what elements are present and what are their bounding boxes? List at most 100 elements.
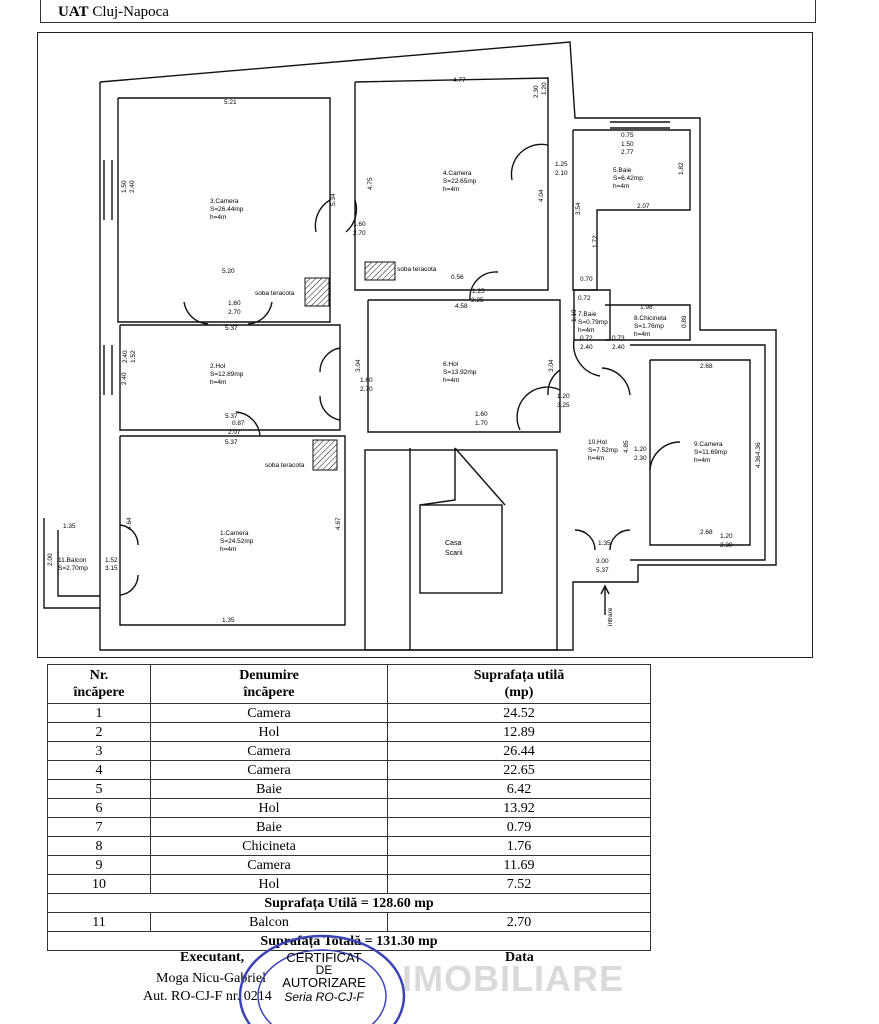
room-label-3-h: h=4m (210, 214, 226, 221)
data-label: Data (505, 950, 534, 965)
dimension-label: 2.00 (47, 553, 54, 566)
svg-text:CERTIFICAT: CERTIFICAT (286, 950, 361, 965)
room-label-9-s: S=11.69mp (694, 449, 727, 456)
dimension-label: 0.56 (451, 274, 464, 281)
dimension-label: 1.52 (105, 557, 118, 564)
room-label-11-s: S=2.70mp (58, 565, 88, 572)
table-cell-area: 24.52 (387, 703, 651, 723)
table-cell-nr: 6 (47, 798, 151, 818)
dimension-label: 1.35 (63, 523, 76, 530)
dimension-label: 2.30 (533, 85, 540, 98)
dimension-label: 5.37 (225, 413, 238, 420)
dimension-label: 0.70 (580, 276, 593, 283)
table-cell-nr: 10 (47, 874, 151, 894)
table-cell-area: 11.69 (387, 855, 651, 875)
dimension-label: 4.36 (755, 455, 762, 468)
table-cell-nr: 7 (47, 817, 151, 837)
dimension-label: 1.35 (222, 617, 235, 624)
wall-room5 (572, 129, 691, 291)
dimension-label: 1.20 (720, 533, 733, 540)
soba-label-2: soba teracota (397, 266, 437, 273)
wall-room4 (354, 77, 549, 291)
stove-room4 (364, 261, 396, 281)
room-label-9-n: 9.Camera (694, 441, 723, 448)
dimension-label: 1.52 (130, 350, 137, 363)
table-cell-name: Hol (150, 874, 388, 894)
dimension-label: 2.77 (621, 149, 634, 156)
header-nr: Nr.încăpere (47, 664, 151, 704)
dimension-label: 4.75 (367, 177, 374, 190)
dimension-label: 4.64 (126, 517, 133, 530)
dimension-label: 5.37 (596, 567, 609, 574)
table-cell-nr: 4 (47, 760, 151, 780)
room-label-2-n: 2.Hol (210, 363, 226, 370)
dimension-label: 1.20 (634, 446, 647, 453)
room-label-3-n: 3.Camera (210, 198, 239, 205)
dimension-label: 0.89 (681, 315, 688, 328)
dimension-label: 3.04 (548, 359, 555, 372)
table-cell-area: 6.42 (387, 779, 651, 799)
wall-room8 (605, 304, 691, 341)
dimension-label: 2.40 (121, 372, 128, 385)
executant-label: Executant, (180, 950, 245, 965)
room-label-4-h: h=4m (443, 186, 459, 193)
room-label-8-s: S=1.76mp (634, 323, 664, 330)
table-cell-nr: 9 (47, 855, 151, 875)
dimension-label: 1.10 (571, 309, 578, 322)
wall-room1 (119, 435, 346, 626)
room-label-11-n: 11.Balcon (58, 557, 87, 564)
dimension-label: 2.40 (129, 180, 136, 193)
dimension-label: 1.70 (475, 420, 488, 427)
stairs-label-1: Casa (445, 540, 461, 547)
table-cell-area: 26.44 (387, 741, 651, 761)
table-cell-name: Camera (150, 703, 388, 723)
dimension-label: 2.68 (700, 529, 713, 536)
room-label-8-h: h=4m (634, 331, 650, 338)
uat-label: UAT (58, 4, 89, 20)
table-cell-nr: 1 (47, 703, 151, 723)
dimension-label: 4.04 (538, 189, 545, 202)
useful-total-row: Suprafața Utilă = 128.60 mp (47, 893, 651, 913)
stair-core (419, 504, 503, 594)
dimension-label: 3.15 (105, 565, 118, 572)
dimension-label: 1.82 (678, 162, 685, 175)
dimension-label: 1.20 (541, 82, 548, 95)
stairs-label-2: Scarii (445, 550, 463, 557)
room-label-5-s: S=6.42mp (613, 175, 643, 182)
dimension-label: 1.60 (353, 221, 366, 228)
svg-text:Seria RO-CJ-F: Seria RO-CJ-F (284, 990, 364, 1004)
table-cell-nr: 5 (47, 779, 151, 799)
dimension-label: 4.67 (335, 517, 342, 530)
wall-room3 (117, 97, 331, 323)
dimension-label: 1.50 (121, 180, 128, 193)
dimension-label: 4.77 (453, 77, 466, 84)
table-cell-name: Baie (150, 779, 388, 799)
room-label-2-s: S=12.89mp (210, 371, 244, 378)
room-label-10-s: S=7.52mp (588, 447, 618, 454)
dimension-label: 1.98 (640, 304, 653, 311)
dimension-label: 5.37 (225, 325, 238, 332)
header-box (40, 0, 816, 23)
dimension-label: 2.40 (612, 344, 625, 351)
dimension-label: 1.72 (592, 235, 599, 248)
room-label-6-n: 6.Hol (443, 361, 459, 368)
dimension-label: 4.85 (623, 440, 630, 453)
dimension-label: 2.40 (580, 344, 593, 351)
dimension-label: 2.70 (353, 230, 366, 237)
room-label-5-n: 5.Baie (613, 167, 632, 174)
wall-room2 (119, 324, 341, 431)
dimension-label: 4.36 (755, 442, 762, 455)
dimension-label: 2.40 (122, 350, 129, 363)
table-cell-area: 13.92 (387, 798, 651, 818)
dimension-label: 2.30 (634, 455, 647, 462)
dimension-label: 2.70 (228, 309, 241, 316)
svg-text:DE: DE (316, 963, 333, 977)
executant-name: Moga Nicu-Gabriel (156, 971, 267, 986)
outer-wall (99, 41, 777, 651)
